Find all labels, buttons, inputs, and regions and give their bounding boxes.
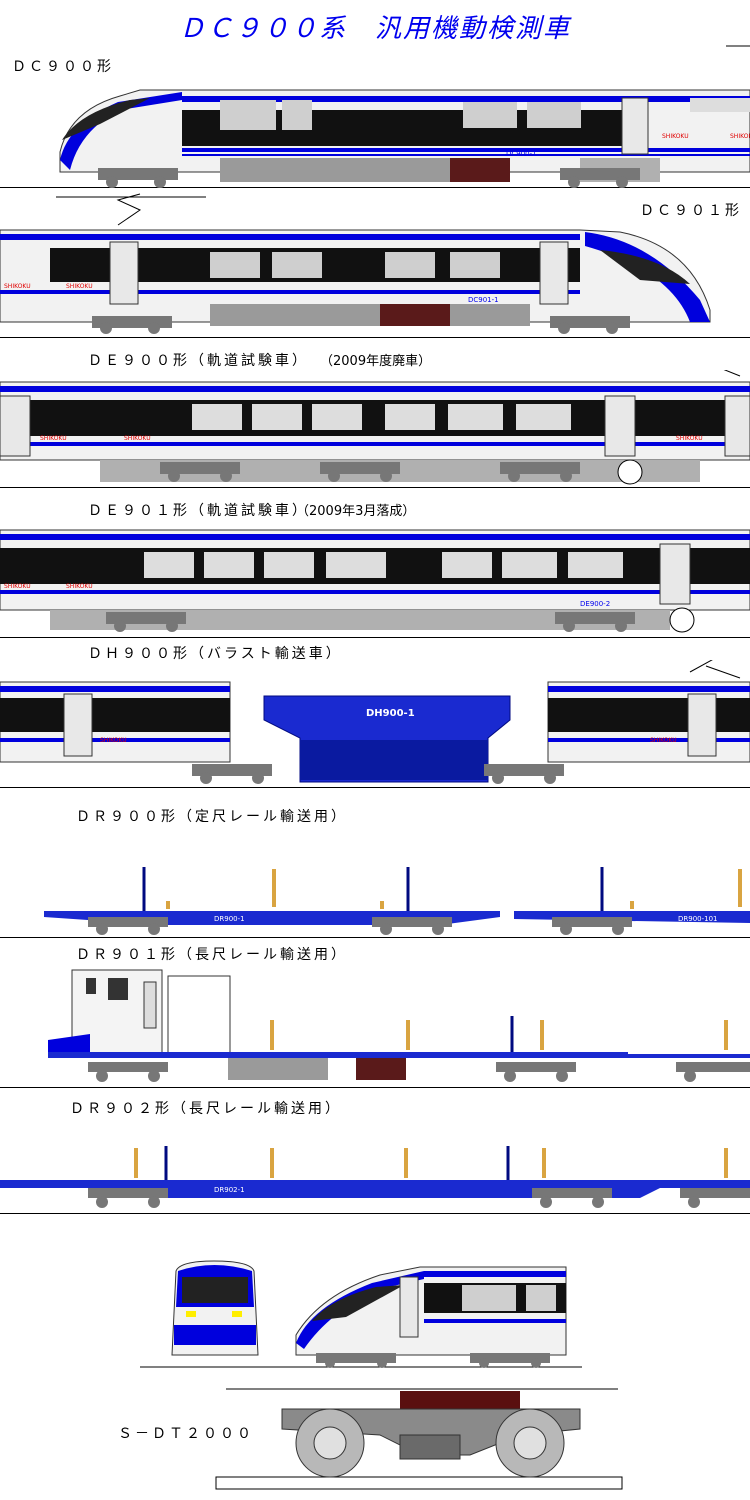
rail-line <box>0 637 750 638</box>
car-number: DR902-1 <box>214 1186 245 1194</box>
shikoku-logo: SHIKOKU <box>100 737 127 744</box>
roof-stripe <box>182 96 750 102</box>
car-number: DR900-1 <box>214 915 245 923</box>
rail-line <box>0 937 750 938</box>
rail-line <box>0 487 750 488</box>
dr900-drawing: DR900-1 DR900-101 <box>44 867 750 935</box>
bogie-icon <box>192 764 564 784</box>
bogie-icon <box>88 917 632 935</box>
dc900-label: ＤＣ９００形 <box>12 59 114 75</box>
car-number: DC901-1 <box>468 296 499 304</box>
car-number: DH900-1 <box>366 708 415 719</box>
bogie-detail-drawing <box>215 1388 623 1490</box>
bolster <box>400 1391 520 1409</box>
bogie-icon <box>88 1062 750 1082</box>
car-number: DR900-101 <box>678 915 718 923</box>
dh900-label: ＤＨ９００形（バラスト輸送車） <box>88 646 343 662</box>
dr900-label: ＤＲ９００形（定尺レール輸送用） <box>76 809 348 825</box>
shikoku-logo: SHIKOKU <box>650 737 677 744</box>
de901-drawing: SHIKOKU SHIKOKU DE900-2 <box>0 529 750 633</box>
car-number: DC900-1 <box>506 150 537 158</box>
dr901-label: ＤＲ９０１形（長尺レール輸送用） <box>76 947 348 963</box>
dc901-label: ＤＣ９０１形 <box>640 203 742 219</box>
shikoku-logo: SHIKOKU <box>4 583 31 590</box>
shikoku-logo: SHIKOKU <box>676 435 703 442</box>
shikoku-logo: SHIKOKU <box>4 283 31 290</box>
bogie-icon <box>88 1188 750 1208</box>
rail-line <box>0 187 750 188</box>
de901-note: （2009年3月落成） <box>296 504 416 519</box>
bogie-icon <box>98 168 640 188</box>
wheel-icon <box>495 1408 565 1478</box>
car-number: DE900-2 <box>580 600 610 608</box>
dr902-drawing: DR902-1 <box>0 1146 750 1208</box>
de901-label: ＤＥ９０１形（軌道試験車） <box>88 503 309 519</box>
shikoku-logo: SHIKOKU <box>66 283 93 290</box>
shikoku-logo: SHIKOKU <box>662 133 689 140</box>
dh900-drawing: SHIKOKU SHIKOKU DH900-1 <box>0 660 750 784</box>
bogie-label: Ｓ－ＤＴ２０００ <box>118 1426 254 1442</box>
shikoku-logo: SHIKOKU <box>66 583 93 590</box>
rail-line <box>0 1087 750 1088</box>
shikoku-logo: SHIKOKU <box>730 133 750 140</box>
dc900-drawing: SHIKOKU SHIKOKU DC900-1 <box>59 45 750 188</box>
dr901-drawing: DR901-1 <box>48 969 750 1082</box>
shikoku-logo: SHIKOKU <box>40 435 67 442</box>
rail-line <box>0 787 750 788</box>
flatcar-deck <box>48 1052 628 1058</box>
wheel-icon <box>295 1408 365 1478</box>
bogie-icon <box>106 612 635 632</box>
rail-base <box>215 1476 623 1490</box>
bogie-icon <box>316 1353 550 1368</box>
de900-label: ＤＥ９００形（軌道試験車） <box>88 353 309 369</box>
rail-line <box>0 337 750 338</box>
bogie-icon <box>92 316 630 334</box>
rail-line <box>0 1213 750 1214</box>
de900-note: （2009年度廃車） <box>320 354 432 369</box>
dc901-drawing: SHIKOKU SHIKOKU DC901-1 <box>0 193 711 334</box>
shikoku-logo: SHIKOKU <box>124 435 151 442</box>
de900-drawing: SHIKOKU SHIKOKU SHIKOKU <box>0 370 750 485</box>
front-view-drawing <box>140 1260 582 1368</box>
car-number: DR901-1 <box>430 1060 461 1068</box>
page-title: ＤＣ９００系 汎用機動検測車 <box>178 14 571 44</box>
bogie-icon <box>160 462 580 482</box>
dr902-label: ＤＲ９０２形（長尺レール輸送用） <box>70 1101 342 1117</box>
